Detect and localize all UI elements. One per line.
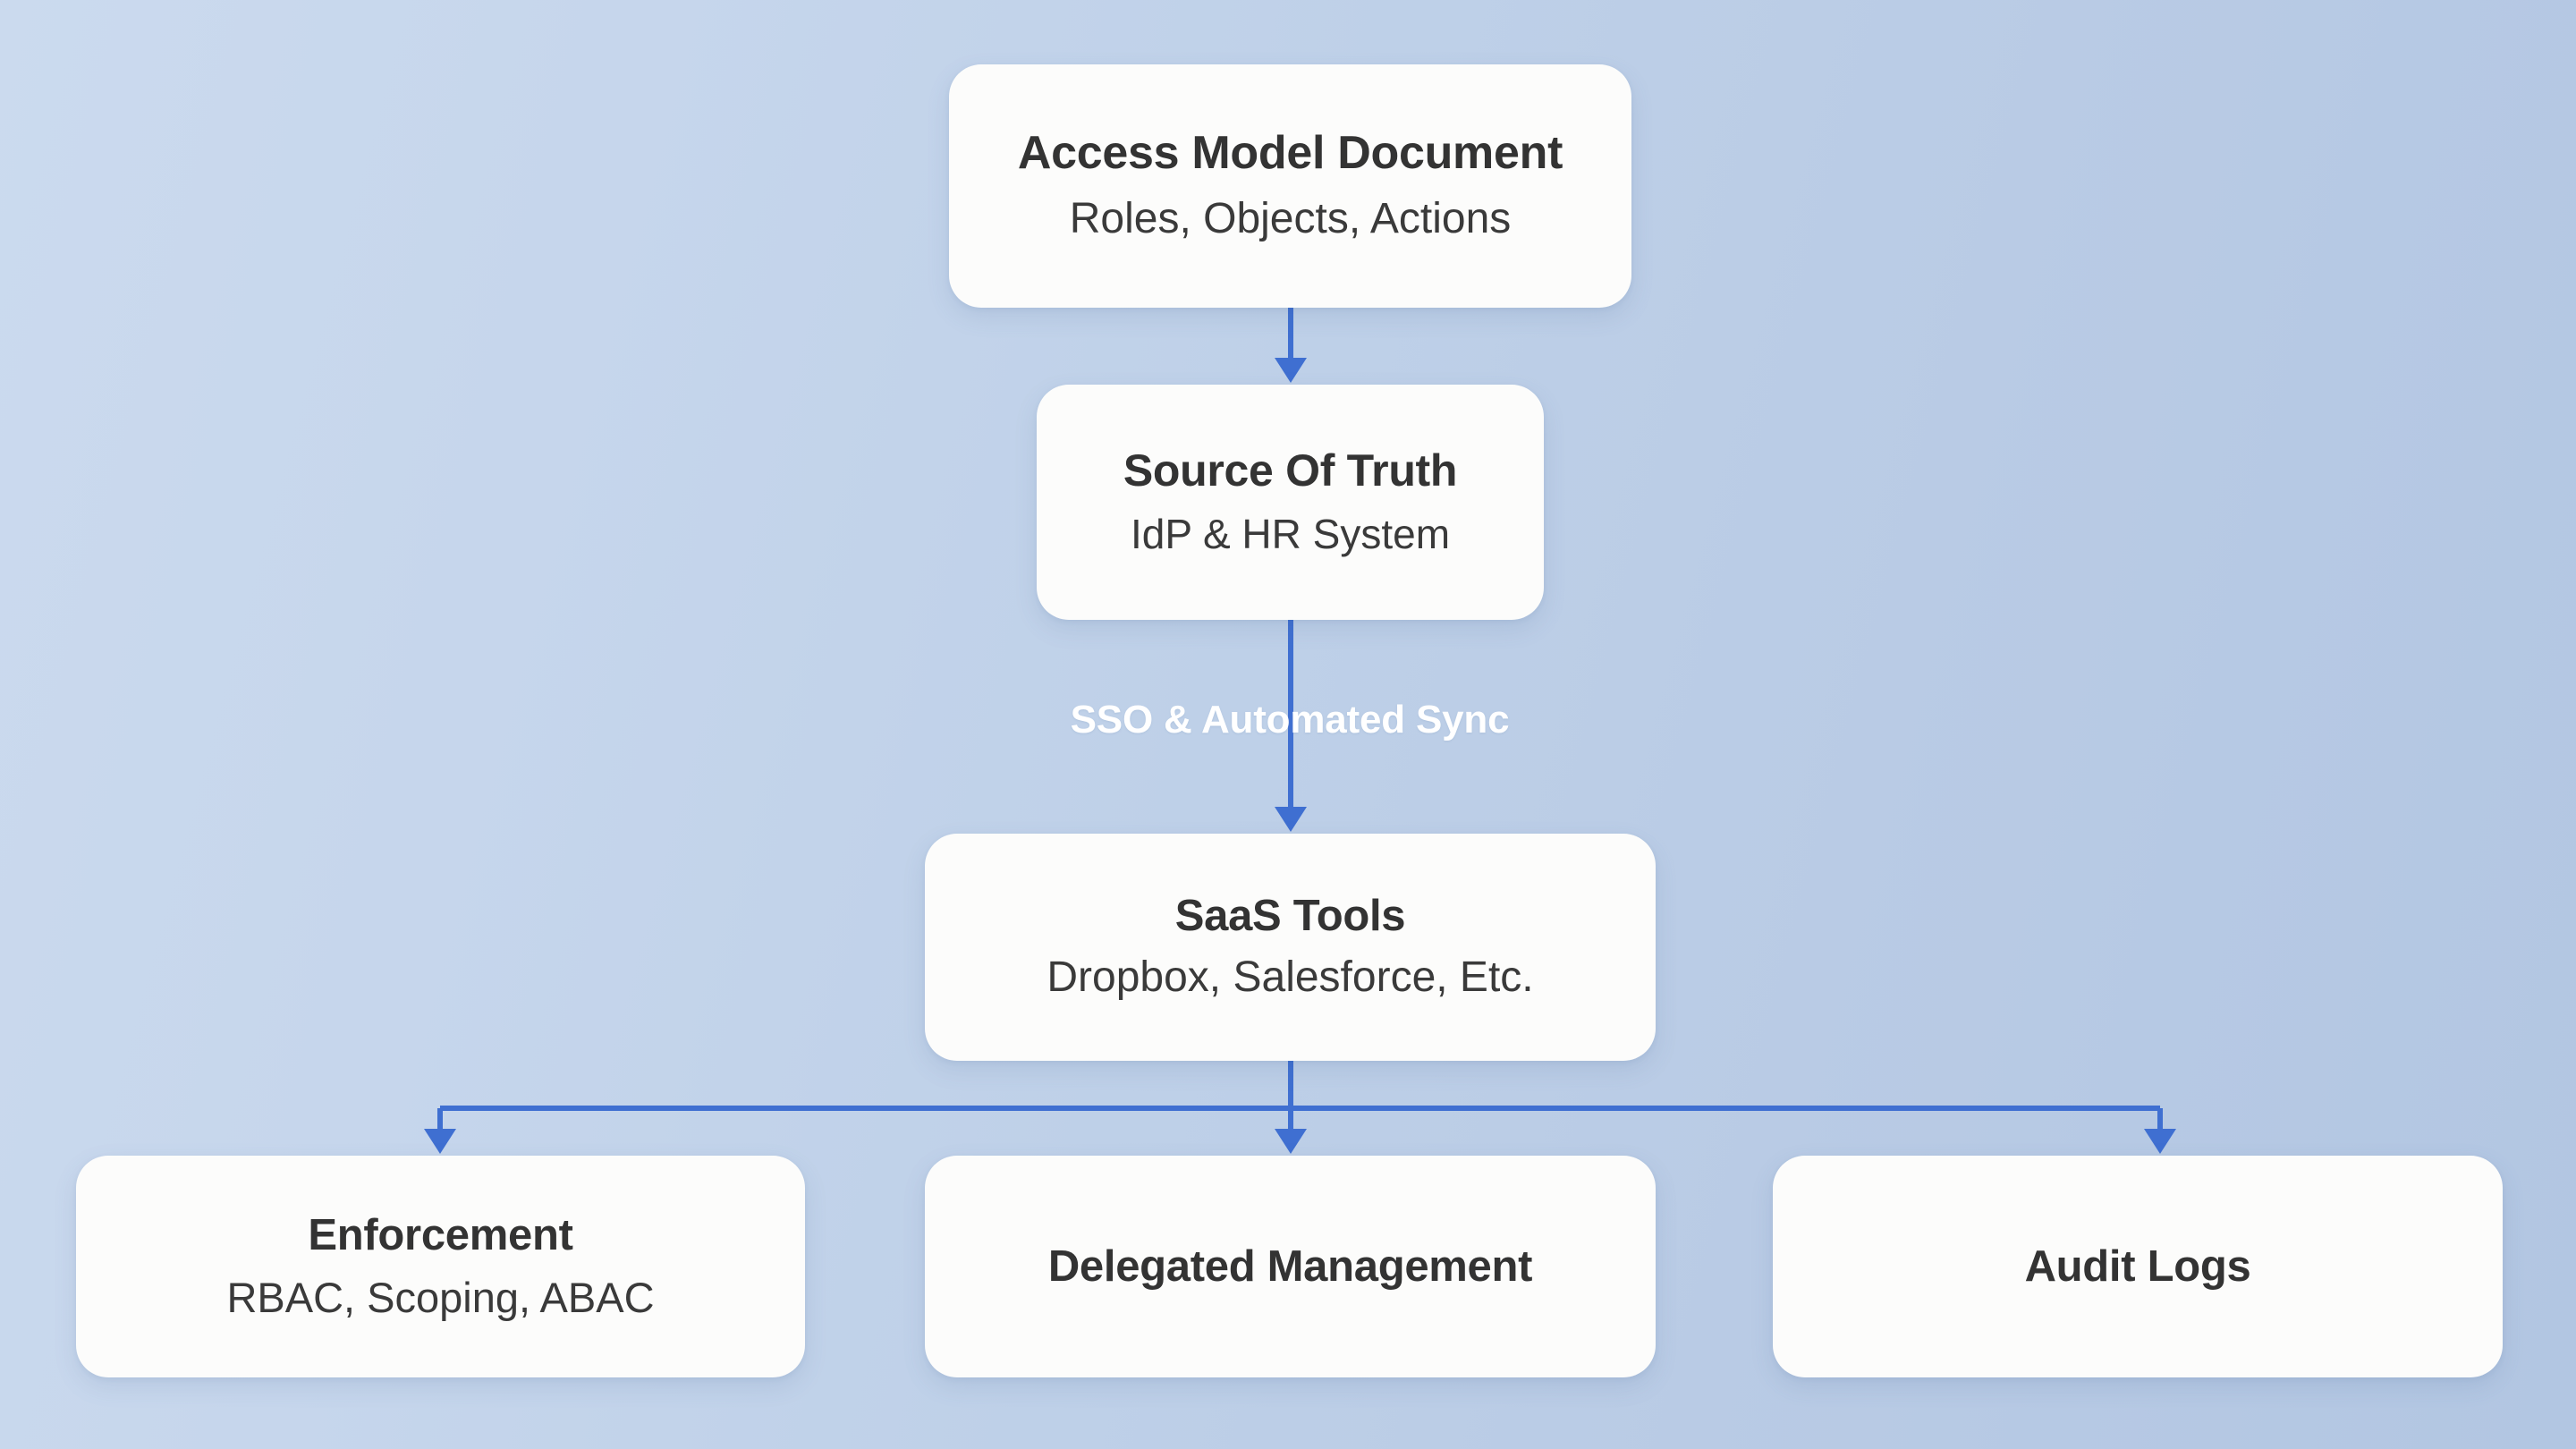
node-access-model-document[interactable]: Access Model Document Roles, Objects, Ac…: [949, 64, 1631, 308]
node-title: Audit Logs: [2024, 1241, 2251, 1291]
edge-saas-tools-to-delegated-management: [1275, 1108, 1307, 1154]
edge-saas-tools-branch-bus: [440, 1061, 2160, 1111]
edge-access-to-source-of-truth: [1275, 308, 1307, 383]
edge-saas-tools-to-enforcement: [424, 1108, 456, 1154]
node-title: Source Of Truth: [1123, 445, 1458, 496]
edge-label-sso-automated-sync: SSO & Automated Sync: [1070, 698, 1510, 741]
node-subtitle: Dropbox, Salesforce, Etc.: [1046, 953, 1534, 1002]
node-subtitle: IdP & HR System: [1130, 510, 1451, 557]
node-subtitle: RBAC, Scoping, ABAC: [226, 1273, 655, 1321]
node-title: Enforcement: [308, 1210, 573, 1259]
node-enforcement[interactable]: Enforcement RBAC, Scoping, ABAC: [76, 1156, 805, 1377]
node-delegated-management[interactable]: Delegated Management: [925, 1156, 1656, 1377]
node-subtitle: Roles, Objects, Actions: [1069, 195, 1512, 243]
node-title: Delegated Management: [1047, 1241, 1533, 1291]
node-audit-logs[interactable]: Audit Logs: [1773, 1156, 2503, 1377]
node-title: SaaS Tools: [1174, 892, 1406, 941]
node-saas-tools[interactable]: SaaS Tools Dropbox, Salesforce, Etc.: [925, 834, 1656, 1061]
edge-saas-tools-to-audit-logs: [2144, 1108, 2176, 1154]
node-title: Access Model Document: [1017, 127, 1563, 180]
node-source-of-truth[interactable]: Source Of Truth IdP & HR System: [1037, 385, 1544, 620]
